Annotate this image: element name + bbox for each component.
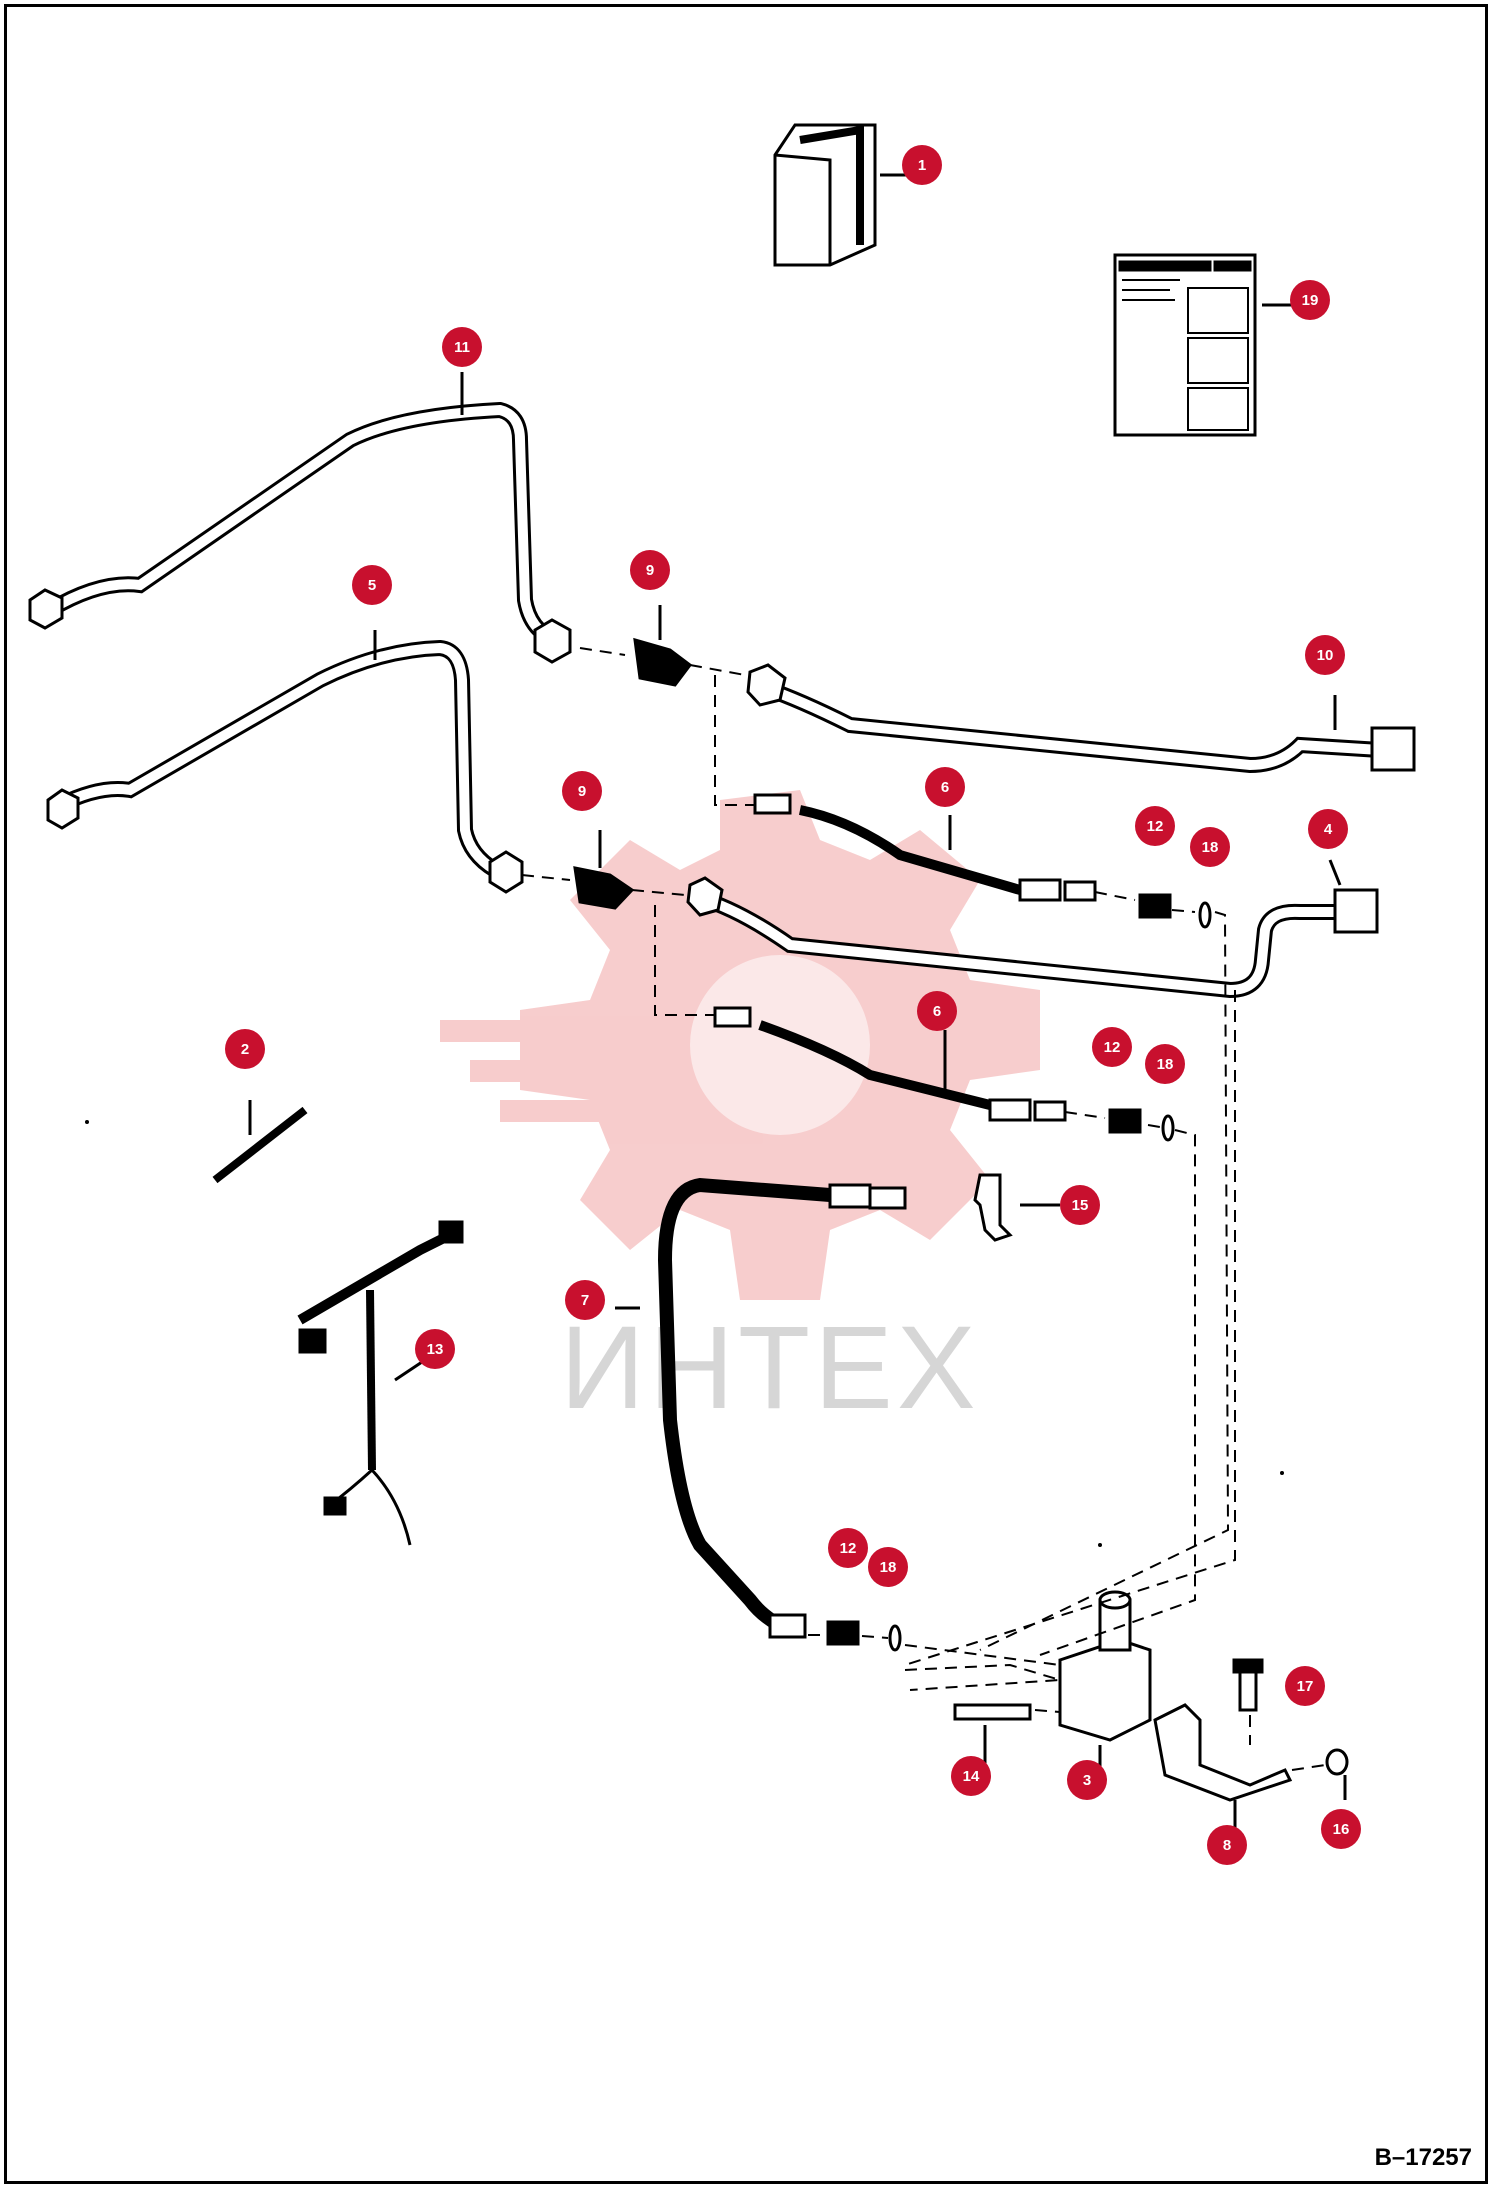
part-17-bolt (1232, 1658, 1264, 1712)
callout-11: 11 (442, 327, 482, 367)
part-14-bolt (953, 1703, 1032, 1765)
callout-3: 3 (1067, 1760, 1107, 1800)
callout-12-lower: 12 (828, 1528, 868, 1568)
callout-6-lower: 6 (917, 991, 957, 1031)
callout-1: 1 (902, 145, 942, 185)
watermark-text: ИНТЕХ (560, 1302, 980, 1434)
page-border (4, 4, 1488, 2184)
part-13-wire-harness (297, 1220, 464, 1546)
figure-id: B–17257 (1374, 2144, 1472, 2171)
part-19-instruction-sheet (1113, 253, 1300, 437)
part-9-fitting-lower (573, 830, 635, 910)
callout-13: 13 (415, 1329, 455, 1369)
part-12-connector-lower (826, 1620, 860, 1646)
part-4-tube (686, 859, 1379, 999)
callout-18-lower: 18 (868, 1547, 908, 1587)
callout-12-middle: 12 (1092, 1027, 1132, 1067)
callout-16: 16 (1321, 1809, 1361, 1849)
callout-17: 17 (1285, 1666, 1325, 1706)
part-18-o-ring-middle (1161, 1114, 1175, 1142)
part-12-connector-middle (1108, 1108, 1142, 1134)
part-5-tube (46, 630, 524, 894)
part-2-cable-tie (212, 1100, 308, 1184)
specks (85, 1120, 1284, 1547)
callout-12-upper: 12 (1135, 806, 1175, 846)
callout-9-lower: 9 (562, 771, 602, 811)
callout-6-upper: 6 (925, 767, 965, 807)
part-16-nut (1325, 1748, 1349, 1800)
callout-8: 8 (1207, 1825, 1247, 1865)
part-6-hose-lower (713, 1006, 1067, 1122)
part-7-hose (615, 1177, 907, 1639)
part-10-tube (746, 663, 1416, 774)
callout-9-upper: 9 (630, 550, 670, 590)
routing-lines (521, 647, 1326, 1771)
callout-7: 7 (565, 1280, 605, 1320)
callout-10: 10 (1305, 635, 1345, 675)
callout-4: 4 (1308, 809, 1348, 849)
callout-18-middle: 18 (1145, 1044, 1185, 1084)
part-18-o-ring-lower (888, 1624, 902, 1652)
callout-5: 5 (352, 565, 392, 605)
callout-14: 14 (951, 1756, 991, 1796)
part-9-fitting-upper (633, 605, 693, 687)
part-8-mounting-bracket (1153, 1703, 1293, 1830)
callout-15: 15 (1060, 1185, 1100, 1225)
part-11-tube (28, 372, 572, 664)
callout-2: 2 (225, 1029, 265, 1069)
callout-18-upper: 18 (1190, 827, 1230, 867)
callout-19: 19 (1290, 280, 1330, 320)
part-18-o-ring-upper (1198, 901, 1212, 929)
part-1-package (773, 123, 915, 267)
part-15-tee-fitting (973, 1173, 1060, 1242)
part-12-connector-upper (1138, 893, 1172, 919)
part-6-hose-upper (753, 793, 1097, 902)
